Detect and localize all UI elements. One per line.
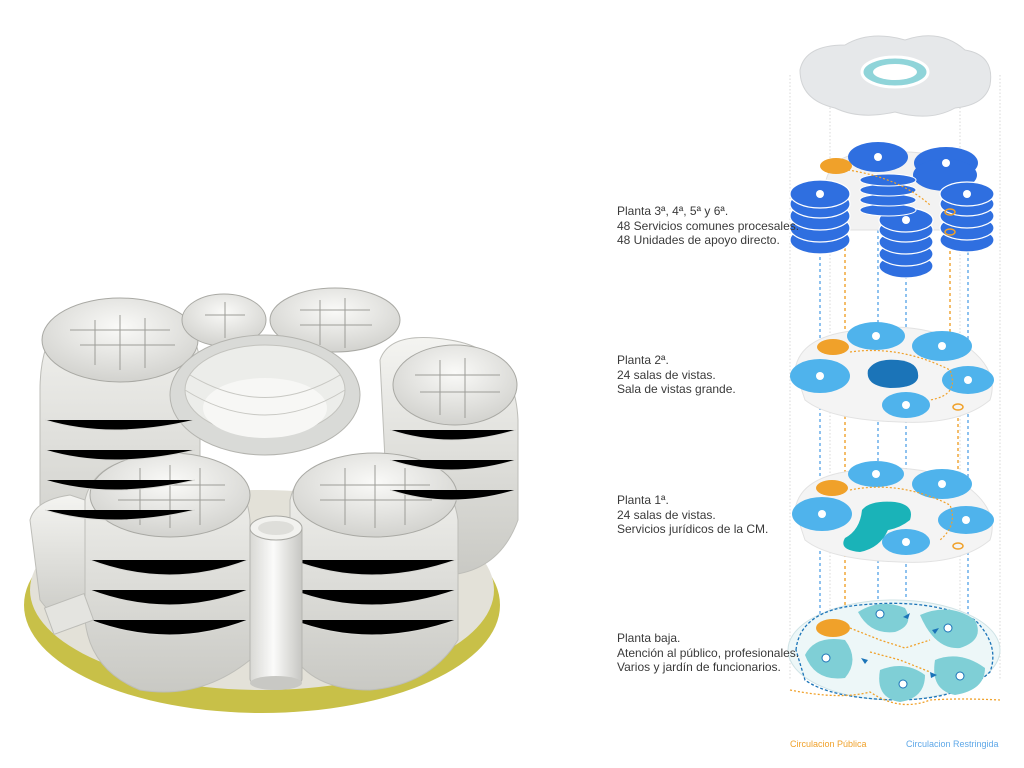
stair-tower: [249, 515, 303, 690]
floor-label-line: Atención al público, profesionales.: [617, 645, 800, 660]
floor-label-2: Planta 2ª. 24 salas de vistas. Sala de v…: [617, 353, 736, 397]
floor-label-line: Planta 1ª.: [617, 493, 669, 507]
legend-public-circulation: Circulacion Pública: [790, 739, 867, 749]
building-model-icon: [24, 287, 519, 713]
annex-block: [43, 593, 95, 635]
floor-label-line: 24 salas de vistas.: [617, 367, 716, 382]
floor-plan-icon: [790, 322, 994, 423]
floor-label-line: 48 Unidades de apoyo directo.: [617, 233, 780, 247]
roof-plan-icon: [799, 35, 992, 117]
legend-restricted-circulation: Circulacion Restringida: [906, 739, 999, 749]
floor-label-line: 24 salas de vistas.: [617, 507, 716, 522]
floor-label-line: Varios y jardín de funcionarios.: [617, 660, 781, 674]
floor-label-ground: Planta baja. Atención al público, profes…: [617, 631, 799, 675]
floor-plan-icon: [792, 461, 994, 563]
facade-lines: [44, 419, 517, 636]
floor-label-line: Sala de vistas grande.: [617, 382, 736, 396]
floor-label-1: Planta 1ª. 24 salas de vistas. Servicios…: [617, 493, 768, 537]
floor-plan-icon: [789, 142, 995, 279]
floor-label-3-6: Planta 3ª, 4ª, 5ª y 6ª. 48 Servicios com…: [617, 204, 799, 248]
public-circulation-links: [847, 169, 953, 541]
floor-label-line: Planta 2ª.: [617, 353, 669, 367]
floor-label-line: Servicios jurídicos de la CM.: [617, 522, 769, 536]
central-atrium: [169, 334, 361, 456]
floor-plan-icon: [787, 599, 1001, 706]
floor-label-line: Planta 3ª, 4ª, 5ª y 6ª.: [617, 204, 729, 218]
floor-label-line: Planta baja.: [617, 631, 681, 645]
floor-label-line: 48 Servicios comunes procesales.: [617, 218, 800, 233]
exploded-floors: [787, 35, 1001, 706]
